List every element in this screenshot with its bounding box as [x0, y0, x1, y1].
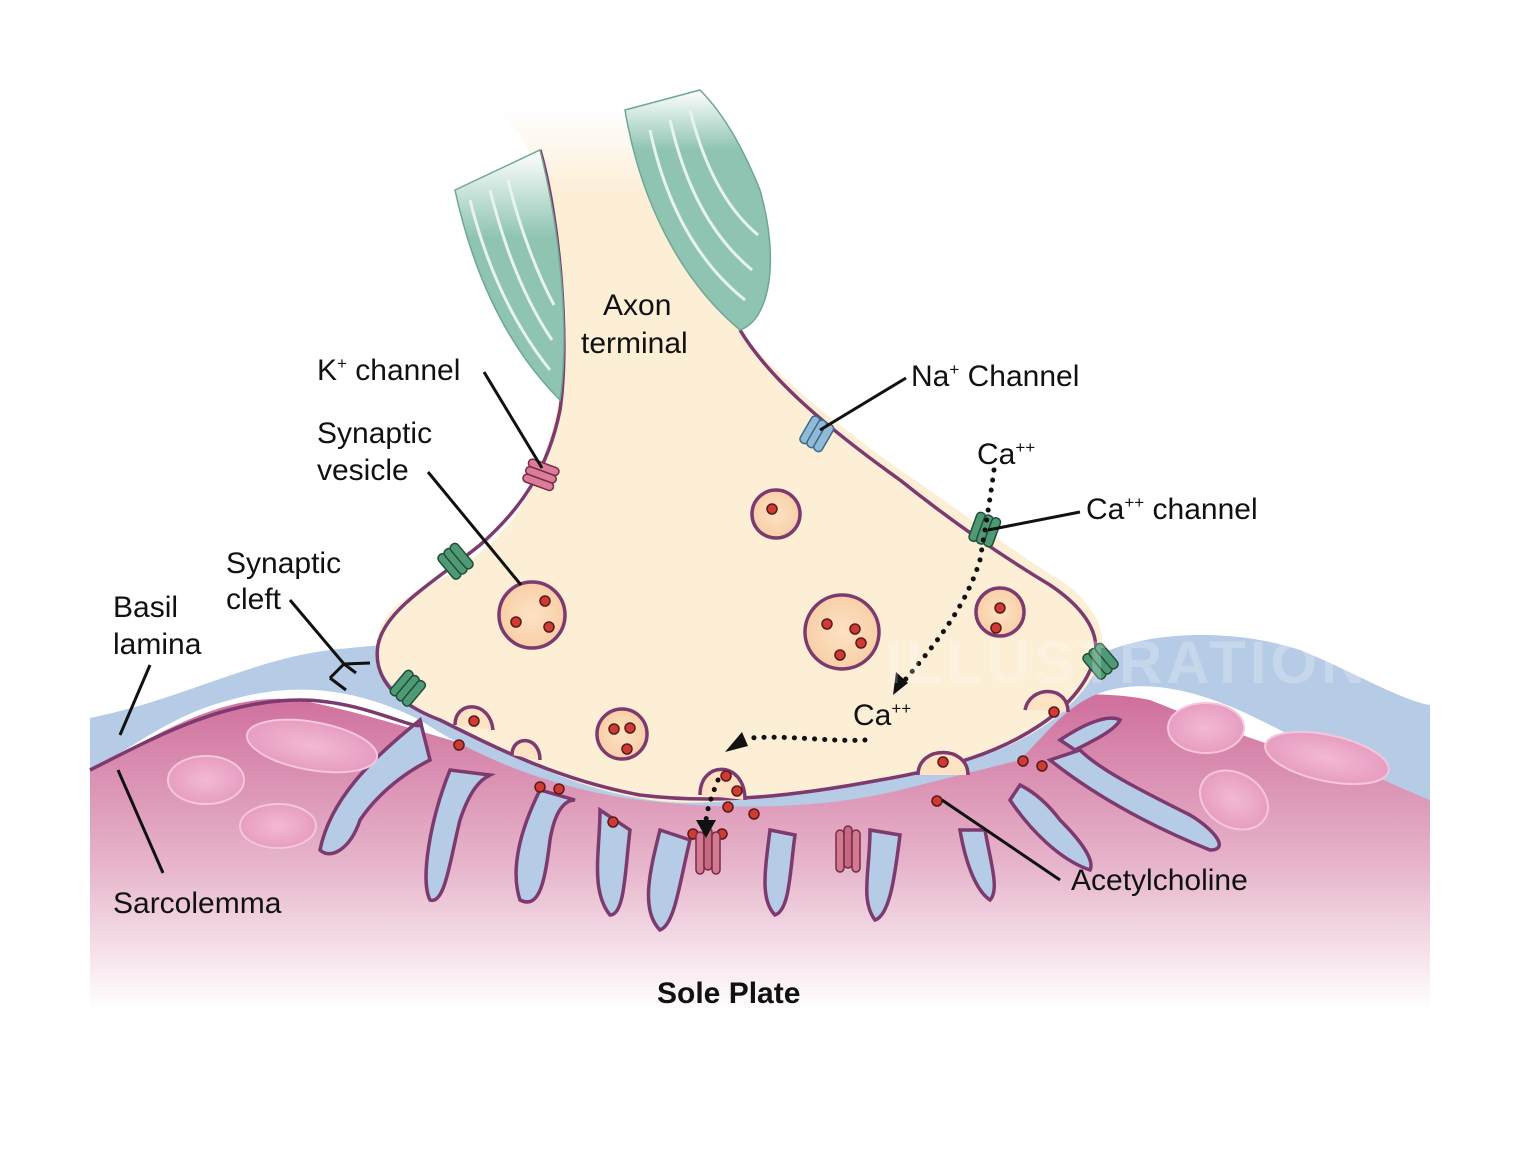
mitochondrion — [245, 718, 379, 774]
ach-receptor-icon — [695, 827, 721, 875]
label-k-channel: K+ channel — [317, 354, 460, 387]
arrowhead-icon — [725, 732, 748, 752]
channel-icon — [437, 542, 474, 580]
acetylcholine-molecule — [731, 785, 743, 797]
label-synaptic-vesicle-line2: vesicle — [317, 454, 409, 487]
axon-membrane — [375, 149, 1098, 801]
acetylcholine-molecules — [453, 706, 1060, 840]
arrowhead-icon — [696, 820, 716, 838]
junctional-folds — [318, 716, 1221, 933]
acetylcholine-molecule — [722, 801, 734, 813]
synaptic-vesicle — [974, 586, 1026, 638]
acetylcholine-molecule — [607, 816, 619, 828]
myelin-sheath-right — [624, 89, 772, 331]
label-basil-lamina-line2: lamina — [113, 628, 202, 661]
acetylcholine-molecule — [1036, 760, 1048, 772]
mitochondrion — [167, 755, 245, 805]
label-basil-lamina-line1: Basil — [113, 591, 178, 624]
watermark: ILLUSTRATIONX — [885, 629, 1413, 696]
channel-icon — [389, 669, 427, 707]
synaptic-vesicle — [497, 580, 567, 650]
na-channel-icon — [799, 415, 835, 453]
label-ca-channel: Ca++ channel — [1086, 493, 1258, 526]
myelin-sheath-left — [454, 148, 565, 402]
acetylcholine-molecule — [1048, 706, 1060, 718]
label-ca-inside: Ca++ — [853, 699, 911, 732]
calcium-flow-arrows — [696, 467, 997, 838]
mitochondria — [167, 702, 1390, 849]
channel-icon — [1082, 642, 1119, 680]
label-sarcolemma: Sarcolemma — [113, 887, 282, 920]
sarcolemma-membrane — [89, 698, 423, 772]
acetylcholine-molecule — [931, 795, 943, 807]
label-acetylcholine: Acetylcholine — [1071, 864, 1248, 897]
label-ca-outside: Ca++ — [977, 438, 1035, 471]
label-axon-terminal-line1: Axon — [603, 289, 671, 322]
synaptic-vesicles — [497, 488, 1026, 761]
label-synaptic-vesicle-line1: Synaptic — [317, 417, 432, 450]
acetylcholine-molecule — [720, 770, 732, 782]
acetylcholine-molecule — [534, 781, 546, 793]
mitochondrion — [1264, 730, 1390, 786]
acetylcholine-molecule — [1017, 755, 1029, 767]
acetylcholine-molecule — [937, 756, 949, 768]
acetylcholine-molecule — [553, 783, 565, 795]
label-synaptic-cleft-line1: Synaptic — [226, 547, 341, 580]
label-synaptic-cleft-line2: cleft — [226, 583, 282, 616]
synaptic-vesicle — [750, 488, 802, 540]
label-axon-terminal-line2: terminal — [581, 327, 688, 360]
synaptic-vesicle — [803, 593, 881, 671]
arrowhead-icon — [893, 672, 908, 695]
synaptic-vesicle — [595, 707, 649, 761]
k-channel-icon — [522, 458, 560, 492]
acetylcholine-molecule — [453, 739, 465, 751]
mitochondrion — [1167, 702, 1245, 754]
diagram-title: Sole Plate — [657, 977, 800, 1010]
mitochondrion — [1199, 769, 1269, 831]
acetylcholine-molecule — [468, 715, 480, 727]
mitochondrion — [239, 803, 317, 849]
ach-receptor-icon — [835, 825, 861, 873]
leader-lines — [116, 371, 1081, 882]
acetylcholine-molecule — [748, 808, 760, 820]
label-na-channel: Na+ Channel — [911, 360, 1079, 393]
